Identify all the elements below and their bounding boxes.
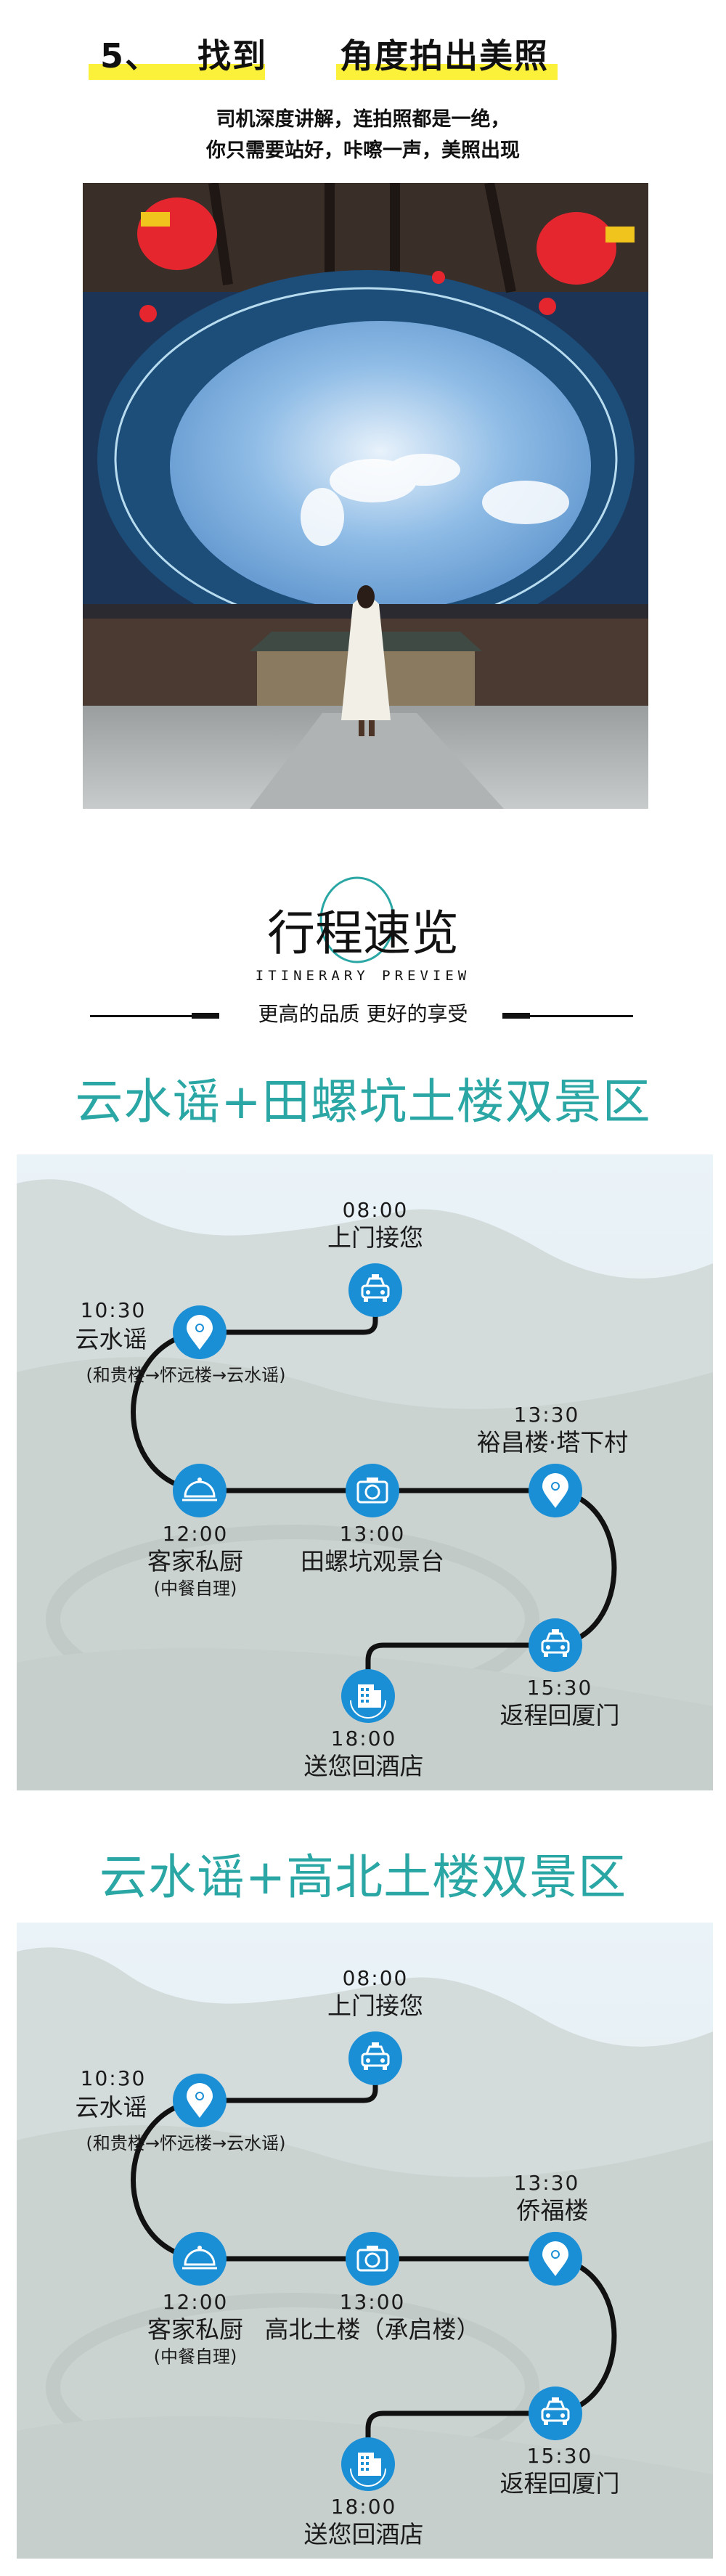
stop-name: 客家私厨 <box>147 2315 243 2344</box>
food-cloche-icon <box>173 2232 227 2286</box>
stop-time: 13:00 <box>339 2290 406 2314</box>
stop-note: (和贵楼→怀远楼→云水谣) <box>86 2133 286 2153</box>
route-path <box>131 2031 617 2491</box>
car-icon <box>348 1263 402 1317</box>
stop-time: 18:00 <box>330 2495 397 2519</box>
divider-right-thick <box>502 1013 530 1019</box>
section-desc-line2: 你只需要站好，咔嚓一声，美照出现 <box>206 139 520 162</box>
section-title-b: 角度拍出美照 <box>340 36 549 76</box>
stop-name: 裕昌楼·塔下村 <box>476 1428 629 1456</box>
route-title: 云水谣+高北土楼双景区 <box>99 1849 627 1905</box>
food-cloche-icon <box>173 1464 227 1517</box>
section-number: 5、 <box>100 36 160 76</box>
stop-time: 15:30 <box>526 1676 593 1700</box>
itinerary-tagline: 更高的品质 更好的享受 <box>258 1002 468 1026</box>
divider-left-thick <box>192 1013 219 1019</box>
stop-time: 10:30 <box>80 1298 147 1322</box>
route-path <box>131 1263 617 1723</box>
stop-name: 送您回酒店 <box>303 1752 424 1780</box>
stop-note: (中餐自理) <box>153 2347 237 2367</box>
stop-name: 送您回酒店 <box>303 2520 424 2548</box>
section-desc-line1: 司机深度讲解，连拍照都是一绝， <box>216 108 510 131</box>
section-title-a: 找到 <box>197 36 267 76</box>
divider-left <box>90 1015 192 1017</box>
stop-time: 12:00 <box>162 1522 229 1546</box>
stop-time: 13:30 <box>513 1403 580 1427</box>
camera-icon <box>346 1464 399 1517</box>
hotel-icon <box>341 2437 395 2491</box>
location-pin-icon <box>173 1305 227 1359</box>
stop-time: 18:00 <box>330 1727 397 1750</box>
stop-name: 云水谣 <box>75 2093 147 2121</box>
stop-name: 返程回厦门 <box>499 1701 620 1729</box>
stop-time: 08:00 <box>342 1198 409 1222</box>
car-icon <box>348 2031 402 2085</box>
stop-time: 08:00 <box>342 1966 409 1990</box>
divider-right <box>530 1015 633 1017</box>
stop-note: (和贵楼→怀远楼→云水谣) <box>86 1365 286 1385</box>
stop-name: 田螺坑观景台 <box>301 1547 444 1576</box>
stop-name: 上门接您 <box>327 1992 423 2020</box>
stop-name: 客家私厨 <box>147 1547 243 1576</box>
stop-name: 返程回厦门 <box>499 2469 620 2498</box>
stop-time: 13:00 <box>339 1522 406 1546</box>
stop-name: 高北土楼（承启楼） <box>264 2315 481 2344</box>
tulou-photo <box>83 183 648 809</box>
header-circle-decoration <box>319 876 395 963</box>
title-highlight <box>89 64 265 80</box>
route-title: 云水谣+田螺坑土楼双景区 <box>75 1074 651 1130</box>
stop-name: 侨福楼 <box>516 2196 589 2225</box>
stop-note: (中餐自理) <box>153 1578 237 1599</box>
car-icon <box>529 2387 582 2440</box>
title-highlight <box>336 64 558 80</box>
stop-name: 上门接您 <box>327 1223 423 1252</box>
stop-time: 13:30 <box>513 2171 580 2195</box>
hotel-icon <box>341 1669 395 1723</box>
location-pin-icon <box>173 2074 227 2127</box>
itinerary-subtitle-en: ITINERARY PREVIEW <box>255 968 471 984</box>
location-pin-icon <box>529 1464 582 1517</box>
car-icon <box>529 1618 582 1672</box>
stop-time: 10:30 <box>80 2066 147 2090</box>
camera-icon <box>346 2232 399 2286</box>
itinerary-title: 行程速览 <box>267 905 459 961</box>
stop-name: 云水谣 <box>75 1325 147 1353</box>
location-pin-icon <box>529 2232 582 2286</box>
stop-time: 12:00 <box>162 2290 229 2314</box>
stop-time: 15:30 <box>526 2444 593 2468</box>
